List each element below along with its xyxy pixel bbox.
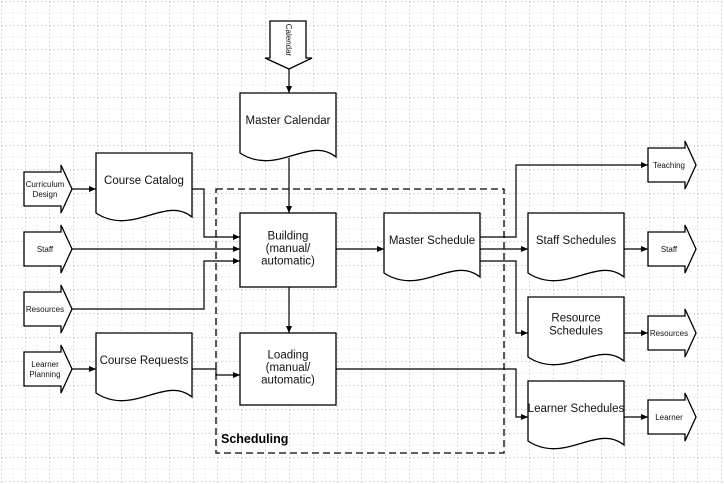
doc-course-requests: Course Requests <box>95 332 193 402</box>
input-curriculum-design-label: Curriculum <box>26 180 65 189</box>
input-staff: Staff <box>23 224 73 274</box>
process-building-label: Building <box>268 231 309 243</box>
doc-course-catalog-label: Course Catalog <box>104 175 184 187</box>
output-staff: Staff <box>647 224 697 274</box>
doc-resource-schedules-label: Resource <box>551 313 600 325</box>
input-learner-planning-label: Learner <box>31 360 59 369</box>
input-resources-label: Resources <box>26 305 64 314</box>
output-learner-label: Learner <box>655 413 683 422</box>
output-resources: Resources <box>647 308 697 358</box>
input-calendar-label: Calendar <box>284 24 293 57</box>
connector-master-schedule-teaching <box>480 162 648 238</box>
doc-staff-schedules-label: Staff Schedules <box>536 235 617 247</box>
doc-master-calendar: Master Calendar <box>239 92 337 162</box>
process-loading-label: automatic) <box>261 375 315 387</box>
output-staff-label: Staff <box>661 245 678 254</box>
output-learner: Learner <box>647 392 697 442</box>
doc-master-schedule: Master Schedule <box>383 212 481 282</box>
connector-requests-loading <box>192 368 240 378</box>
connector-master-schedule-resource-schedules <box>480 260 528 336</box>
connector-loading-learner-schedules <box>336 368 528 420</box>
doc-master-schedule-label: Master Schedule <box>389 235 475 247</box>
scheduling-boundary <box>215 188 505 454</box>
input-calendar: Calendar <box>264 20 313 70</box>
process-loading-label: (manual/ <box>266 362 312 374</box>
process-building-label: (manual/ <box>266 243 312 255</box>
input-learner-planning-label: Planning <box>29 370 60 379</box>
connector-resources-building <box>72 258 240 310</box>
doc-resource-schedules-label: Schedules <box>549 326 603 338</box>
input-curriculum-design-label: Design <box>33 190 58 199</box>
process-loading: Loading(manual/automatic) <box>239 332 337 406</box>
doc-course-catalog: Course Catalog <box>95 152 193 222</box>
doc-learner-schedules-label: Learner Schedules <box>528 403 625 415</box>
connectors <box>72 69 648 420</box>
output-teaching-label: Teaching <box>653 161 685 170</box>
connector-catalog-building <box>192 188 240 240</box>
input-resources: Resources <box>23 284 73 334</box>
doc-staff-schedules: Staff Schedules <box>527 212 625 282</box>
doc-master-calendar-label: Master Calendar <box>245 115 330 127</box>
process-building: Building(manual/automatic) <box>239 212 337 288</box>
scheduling-label: Scheduling <box>221 432 288 446</box>
doc-learner-schedules: Learner Schedules <box>527 380 625 450</box>
process-loading-label: Loading <box>268 350 309 362</box>
doc-course-requests-label: Course Requests <box>100 355 189 367</box>
output-teaching: Teaching <box>647 140 697 190</box>
process-building-label: automatic) <box>261 256 315 268</box>
input-staff-label: Staff <box>37 245 54 254</box>
output-resources-label: Resources <box>650 329 688 338</box>
